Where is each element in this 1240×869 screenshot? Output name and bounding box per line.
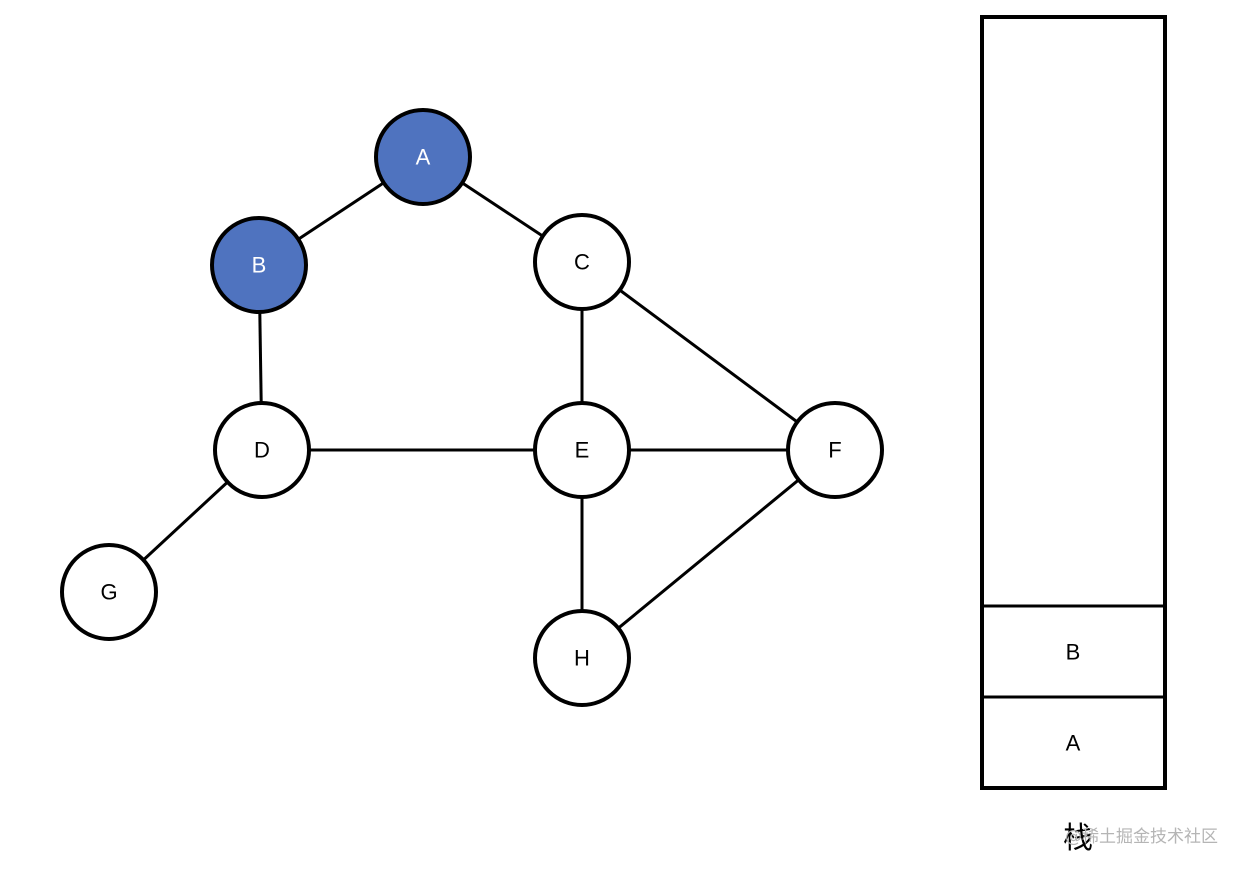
- node-d: D: [213, 401, 311, 499]
- node-c: C: [533, 213, 631, 311]
- stack-container: [980, 15, 1167, 790]
- node-g: G: [60, 543, 158, 641]
- node-e: E: [533, 401, 631, 499]
- node-e-label: E: [575, 438, 590, 463]
- stack-caption: 栈: [1063, 821, 1093, 856]
- node-e-circle: [533, 401, 631, 499]
- node-b-circle: [210, 216, 308, 314]
- edge-f-h: [617, 478, 800, 630]
- node-h-label: H: [574, 646, 590, 671]
- stack-item-bottom: A: [1066, 731, 1081, 756]
- node-g-circle: [60, 543, 158, 641]
- node-g-label: G: [100, 580, 117, 605]
- watermark: @稀土掘金技术社区: [1065, 827, 1218, 847]
- edge-a-c: [461, 181, 544, 238]
- node-f-circle: [786, 401, 884, 499]
- node-a-circle: [374, 108, 472, 206]
- node-h: H: [533, 609, 631, 707]
- node-a-label: A: [416, 145, 431, 170]
- edge-d-g: [142, 480, 229, 562]
- node-b: B: [210, 216, 308, 314]
- stack: B A: [980, 15, 1167, 790]
- node-c-circle: [533, 213, 631, 311]
- node-a: A: [374, 108, 472, 206]
- node-d-circle: [213, 401, 311, 499]
- node-f: F: [786, 401, 884, 499]
- edge-a-b: [297, 181, 385, 241]
- node-h-circle: [533, 609, 631, 707]
- graph-edges: [142, 181, 800, 630]
- edge-b-d: [258, 311, 263, 404]
- edge-c-f: [618, 288, 799, 424]
- node-d-label: D: [254, 438, 270, 463]
- graph-nodes: A B C D E F G H: [60, 108, 884, 707]
- stack-item-top: B: [1066, 640, 1081, 665]
- node-c-label: C: [574, 250, 590, 275]
- node-f-label: F: [828, 438, 841, 463]
- node-b-label: B: [252, 253, 267, 278]
